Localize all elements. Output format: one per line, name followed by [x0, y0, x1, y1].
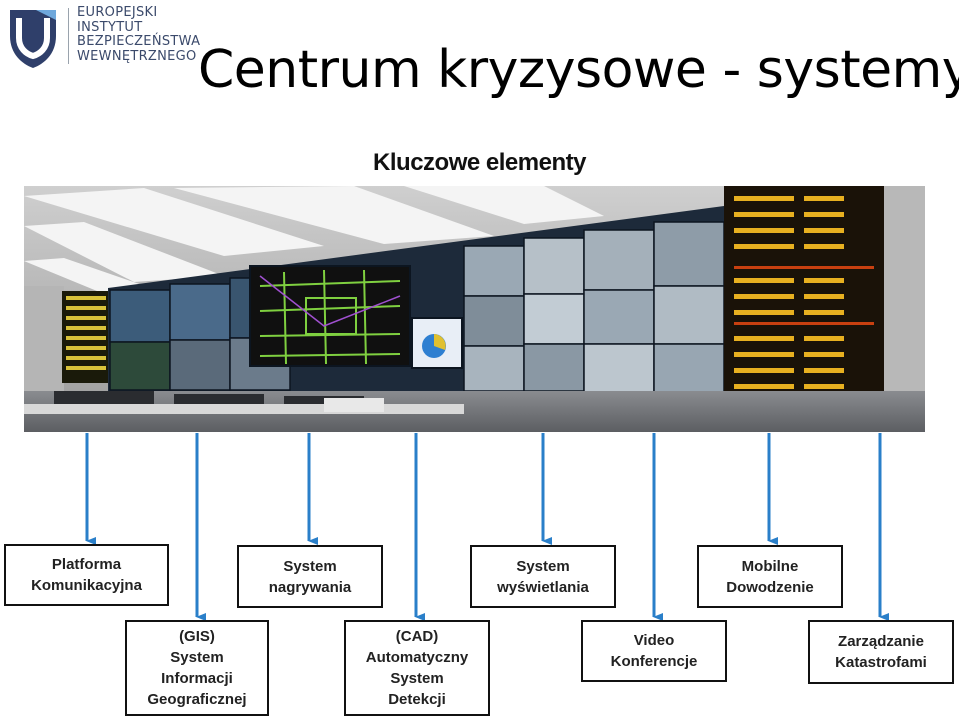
box-label: (CAD) Automatyczny System Detekcji [366, 626, 469, 710]
box-label: Mobilne Dowodzenie [726, 556, 814, 598]
box-label: System nagrywania [269, 556, 352, 598]
box-zarzadzanie-katastrofami: Zarządzanie Katastrofami [808, 620, 954, 684]
box-gis: (GIS) System Informacji Geograficznej [125, 620, 269, 716]
box-mobilne-dowodzenie: Mobilne Dowodzenie [697, 545, 843, 608]
box-cad: (CAD) Automatyczny System Detekcji [344, 620, 490, 716]
box-label: Video Konferencje [611, 630, 698, 672]
box-platforma-komunikacyjna: Platforma Komunikacyjna [4, 544, 169, 606]
box-label: System wyświetlania [497, 556, 589, 598]
box-video-konferencje: Video Konferencje [581, 620, 727, 682]
box-label: (GIS) System Informacji Geograficznej [147, 626, 246, 710]
box-label: Zarządzanie Katastrofami [835, 631, 927, 673]
box-system-nagrywania: System nagrywania [237, 545, 383, 608]
box-label: Platforma Komunikacyjna [31, 554, 142, 596]
box-system-wyswietlania: System wyświetlania [470, 545, 616, 608]
